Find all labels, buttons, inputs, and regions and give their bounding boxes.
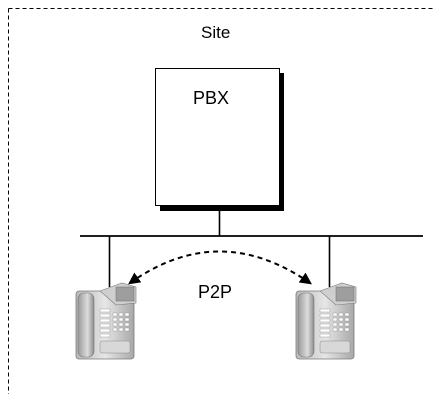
site-boundary — [8, 8, 433, 394]
site-label: Site — [201, 23, 231, 42]
p2p-label: P2P — [198, 282, 233, 302]
ip-phone-icon — [75, 282, 137, 360]
p2p-arrow — [128, 250, 312, 285]
ip-phone-icon — [295, 282, 357, 360]
pbx-label: PBX — [193, 88, 230, 108]
pbx-box — [155, 68, 284, 211]
